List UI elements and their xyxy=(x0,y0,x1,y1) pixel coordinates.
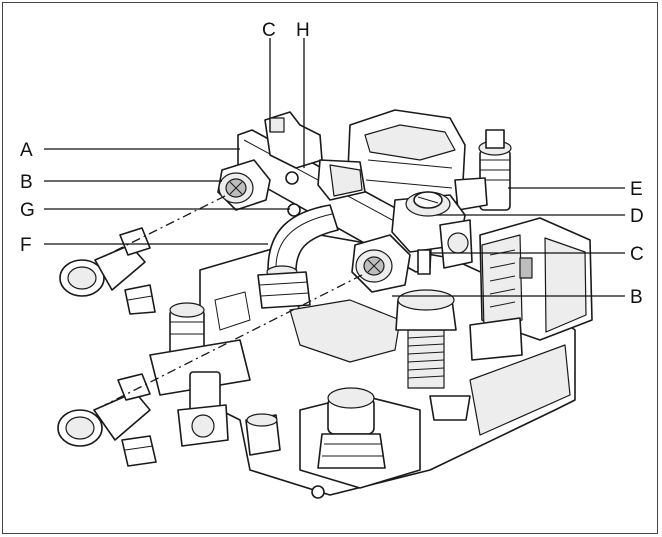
centre-valve xyxy=(391,191,473,269)
upper-valve-body xyxy=(264,111,366,201)
right-connector xyxy=(351,234,431,293)
assembly-guide-lines xyxy=(104,195,363,406)
callout-c-right: C xyxy=(630,244,644,265)
lower-left-tap xyxy=(57,373,157,467)
bottom-fitting xyxy=(317,387,386,469)
top-right-fitting xyxy=(454,129,512,211)
callout-h: H xyxy=(296,20,310,41)
callout-e: E xyxy=(630,179,643,200)
mid-left-valve xyxy=(149,302,251,396)
left-connector xyxy=(217,159,271,211)
pump-motor xyxy=(469,217,593,361)
upper-left-tap xyxy=(59,227,156,315)
callout-b-right: B xyxy=(630,287,643,308)
lower-left-valve xyxy=(177,371,281,456)
callout-b-left: B xyxy=(20,172,33,193)
callout-c-top: C xyxy=(262,20,276,41)
leader-lines xyxy=(44,38,625,297)
callout-f: F xyxy=(20,235,32,256)
callout-a: A xyxy=(20,140,33,161)
callout-g: G xyxy=(20,200,35,221)
threaded-stem xyxy=(395,289,471,421)
callout-d: D xyxy=(630,206,644,227)
bent-pipe xyxy=(257,204,339,309)
